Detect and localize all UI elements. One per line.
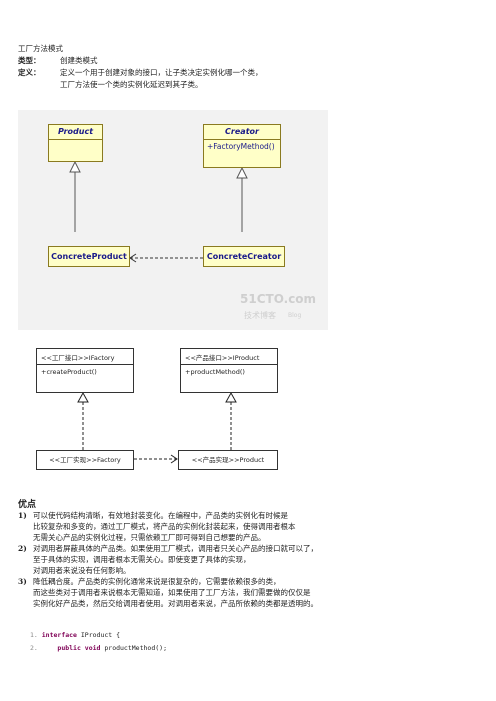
advantage-3-line-1: 降低耦合度。产品类的实例化通常来说是很复杂的，它需要依赖很多的类，: [33, 577, 281, 586]
advantage-3-line-2: 而这些类对于调用者来说根本无需知道，如果使用了工厂方法，我们需要做的仅仅是: [33, 588, 311, 597]
code-line-2-number: 2.: [30, 644, 38, 652]
watermark-sub: 技术博客: [244, 311, 276, 320]
concrete-creator-name: ConcreteCreator: [206, 252, 282, 261]
concrete-product-name: ConcreteProduct: [51, 252, 127, 261]
iproduct-class: <<产品接口>>IProduct +productMethod(): [180, 348, 278, 393]
watermark-main: 51CTO.com: [240, 292, 317, 306]
uml-connectors-1: [69, 160, 248, 263]
factory-method: +FactoryMethod(): [207, 142, 275, 151]
code-line-2-keyword: public void: [57, 644, 101, 652]
advantage-3-num: 3): [18, 577, 27, 586]
type-label: 类型：: [18, 56, 41, 65]
page-title: 工厂方法模式: [18, 44, 63, 53]
product-impl-class: <<产品实现>>Product: [178, 450, 278, 470]
advantage-2-line-1: 对调用者屏蔽具体的产品类。如果使用工厂模式，调用者只关心产品的接口就可以了，: [33, 544, 318, 553]
creator-class-name: Creator: [204, 125, 280, 140]
advantage-2-line-2: 至于具体的实现，调用者根本无需关心。即使变更了具体的实现，: [33, 555, 251, 564]
definition-line-2: 工厂方法使一个类的实例化延迟到其子类。: [60, 80, 203, 89]
uml-diagram-1: Product Creator +FactoryMethod() Concret…: [18, 110, 328, 330]
advantage-1-num: 1): [18, 511, 27, 520]
product-class: Product: [48, 124, 103, 162]
advantages-heading: 优点: [18, 500, 37, 510]
concrete-product-class: ConcreteProduct: [48, 246, 130, 267]
ifactory-name: <<工厂接口>>IFactory: [37, 349, 133, 365]
factory-name: <<工厂实现>>Factory: [49, 456, 121, 464]
type-value: 创建类模式: [60, 56, 98, 65]
advantage-2-line-3: 对调用者来说没有任何影响。: [33, 566, 131, 575]
ifactory-class: <<工厂接口>>IFactory +createProduct(): [36, 348, 134, 393]
advantage-1-line-3: 无需关心产品的实例化过程，只需依赖工厂即可得到自己想要的产品。: [33, 533, 266, 542]
product-impl-name: <<产品实现>>Product: [191, 456, 265, 464]
concrete-creator-class: ConcreteCreator: [203, 246, 285, 267]
watermark-blog: Blog: [288, 312, 302, 319]
advantage-1-line-2: 比较复杂和多变的，通过工厂模式，将产品的实例化封装起来，使得调用者根本: [33, 522, 296, 531]
iproduct-name: <<产品接口>>IProduct: [181, 349, 277, 365]
definition-line-1: 定义一个用于创建对象的接口，让子类决定实例化哪一个类，: [60, 68, 263, 77]
code-line-1-keyword: interface: [41, 631, 77, 639]
creator-class: Creator +FactoryMethod(): [203, 124, 281, 168]
advantage-3-line-3: 实例化好产品类，然后交给调用者使用。对调用者来说，产品所依赖的类都是透明的。: [33, 599, 318, 608]
product-method: +productMethod(): [185, 368, 245, 376]
product-class-name: Product: [49, 125, 102, 140]
advantage-1-line-1: 可以使代码结构清晰，有效地封装变化。在编程中，产品类的实例化有时候是: [33, 511, 288, 520]
advantage-2-num: 2): [18, 544, 27, 553]
code-line-2-text: productMethod();: [100, 644, 167, 652]
factory-class: <<工厂实现>>Factory: [36, 450, 134, 470]
code-line-1-text: IProduct {: [76, 631, 121, 639]
create-product-method: +createProduct(): [41, 368, 97, 376]
code-line-2: 2. public void productMethod();: [30, 643, 167, 654]
code-line-1-number: 1.: [30, 631, 38, 639]
code-line-1: 1. interface IProduct {: [30, 630, 120, 641]
definition-label: 定义：: [18, 68, 41, 77]
